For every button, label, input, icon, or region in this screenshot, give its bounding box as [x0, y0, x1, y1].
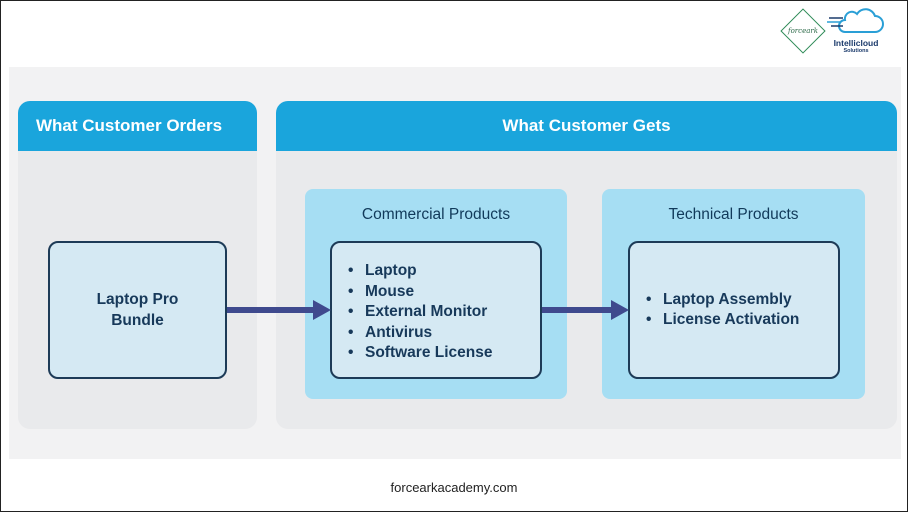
- forceark-logo-text: forceark: [788, 26, 818, 35]
- ordered-item-label: Laptop Pro Bundle: [96, 291, 179, 329]
- commercial-item: Mouse: [348, 282, 493, 303]
- commercial-item: Antivirus: [348, 323, 493, 344]
- technical-items-box: Laptop Assembly License Activation: [628, 241, 840, 379]
- gets-panel-header: What Customer Gets: [276, 101, 897, 151]
- technical-item: License Activation: [646, 310, 799, 331]
- technical-item: Laptop Assembly: [646, 290, 799, 311]
- forceark-logo-icon: forceark: [780, 8, 826, 54]
- logo-area: forceark Intellicloud Solutions: [780, 8, 887, 54]
- commercial-item: Software License: [348, 343, 493, 364]
- commercial-item: External Monitor: [348, 302, 493, 323]
- connector-arrows: [227, 300, 629, 320]
- ordered-item-box: Laptop Pro Bundle: [48, 241, 227, 379]
- technical-title: Technical Products: [668, 206, 799, 223]
- footer-url: forcearkacademy.com: [390, 480, 518, 495]
- commercial-title: Commercial Products: [361, 206, 511, 223]
- orders-panel-header: What Customer Orders: [18, 101, 257, 151]
- arrow-commercial-to-technical: [542, 300, 629, 320]
- intellicloud-sub: Solutions: [843, 48, 869, 54]
- intellicloud-cloud-icon: [827, 8, 884, 33]
- commercial-item: Laptop: [348, 261, 493, 282]
- arrow-order-to-commercial: [227, 300, 331, 320]
- diagram-canvas: What Customer Orders What Customer Gets …: [9, 67, 901, 459]
- commercial-items-box: Laptop Mouse External Monitor Antivirus …: [330, 241, 542, 379]
- intellicloud-logo: Intellicloud Solutions: [825, 8, 887, 54]
- intellicloud-name: Intellicloud: [833, 37, 879, 48]
